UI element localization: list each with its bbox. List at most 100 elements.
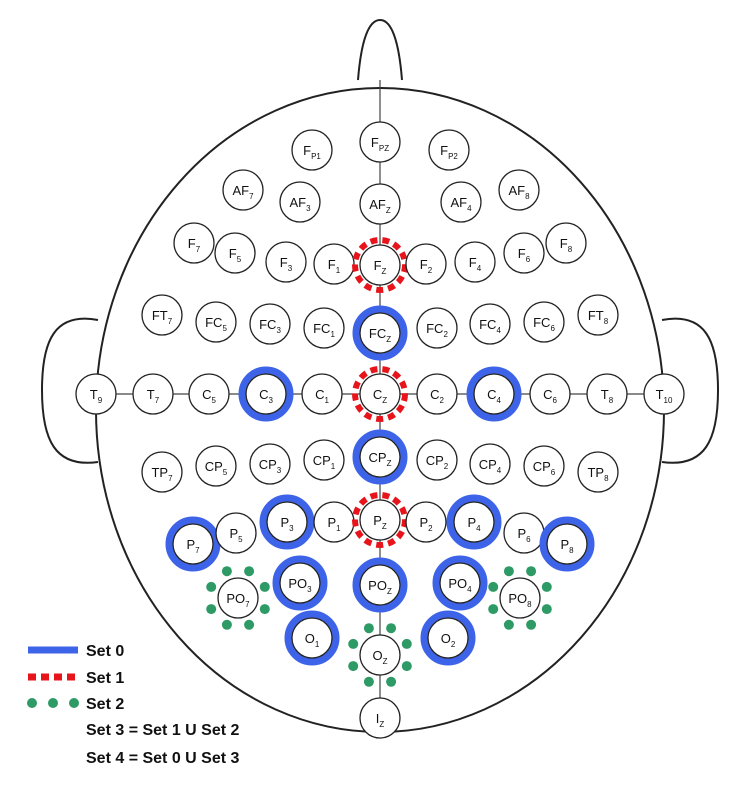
electrode-label-main: F [374,258,382,273]
electrode-circle [439,562,481,604]
electrode-label-sub: Z [382,396,387,405]
electrode-ft7: FT7 [141,294,183,336]
electrode-label-main: AF [508,183,525,198]
set2-dot [488,581,499,592]
electrode-label: PZ [373,513,387,531]
electrode-p2: P2 [405,501,447,543]
electrode-circle [303,307,345,349]
electrode-label-sub: 5 [211,396,216,405]
electrode-label: CP6 [533,459,556,477]
set2-dot [363,676,374,687]
electrode-fc2: FC2 [416,307,458,349]
electrode-circle [529,373,571,415]
electrode-circle [222,169,264,211]
electrode-f8: F8 [545,222,587,264]
electrode-af8: AF8 [498,169,540,211]
electrode-po8: PO8 [488,566,552,630]
electrode-label-main: P [517,526,526,541]
electrode-label-sub: 7 [168,317,173,326]
electrode-label-sub: 8 [609,396,614,405]
electrode-circle [266,501,308,543]
electrode-c6: C6 [529,373,571,415]
electrode-label-sub: 3 [277,466,282,475]
electrode-label: PO4 [448,576,472,594]
electrode-label: CZ [373,387,387,405]
electrode-label-main: I [376,711,380,726]
electrode-label: T7 [147,387,160,405]
electrode-label-main: C [315,387,324,402]
electrode-circle [545,222,587,264]
electrode-fz: FZ [352,237,408,293]
set2-dot [206,604,217,615]
legend-set3-label: Set 3 = Set 1 U Set 2 [86,722,240,739]
electrode-circle [523,301,565,343]
electrode-circle [416,373,458,415]
electrode-label-sub: P2 [448,152,458,161]
electrode-circle [303,439,345,481]
electrode-label-main: CP [205,459,223,474]
electrode-label-main: O [441,631,451,646]
electrode-label-main: F [518,246,526,261]
electrode-circle [498,169,540,211]
electrode-label: AFZ [369,197,391,215]
electrode-circle [279,562,321,604]
electrode-circle [440,181,482,223]
electrode-circle [359,244,401,286]
electrode-label-main: AF [369,197,386,212]
electrode-label-sub: Z [383,657,388,666]
electrode-circle [577,451,619,493]
electrode-circle [313,243,355,285]
electrode-circle [359,183,401,225]
electrode-label-sub: 3 [288,264,293,273]
electrode-label: FZ [374,258,387,276]
electrode-p4: P4 [446,494,502,550]
electrode-label-main: O [372,648,382,663]
set2-dot [259,604,270,615]
electrode-label-main: CP [426,453,444,468]
electrode-label: POZ [368,578,392,596]
electrode-label-main: CP [259,457,277,472]
electrode-label-sub: 6 [526,535,531,544]
electrode-label-sub: 9 [98,396,103,405]
electrode-circle [301,373,343,415]
electrode-label: C4 [487,387,501,405]
set2-dot [503,619,514,630]
electrode-fc4: FC4 [469,303,511,345]
set2-dot [221,619,232,630]
electrode-label-main: C [543,387,552,402]
electrode-c5: C5 [188,373,230,415]
electrode-circle [188,373,230,415]
electrode-circle [359,436,401,478]
electrode-pz: PZ [352,492,408,548]
electrode-circle [249,443,291,485]
electrode-label: T9 [90,387,103,405]
electrode-label: CP3 [259,457,282,475]
electrode-circle [172,523,214,565]
electrode-label-main: PO [226,591,245,606]
electrode-p1: P1 [313,501,355,543]
electrode-label-main: F [371,135,379,150]
electrode-label-sub: 4 [467,204,472,213]
electrode-label-sub: 1 [336,266,341,275]
electrode-label-sub: 5 [223,468,228,477]
electrode-label: F8 [560,236,573,254]
electrode-label: CPZ [369,450,392,468]
electrode-label: P6 [517,526,531,544]
electrode-label-main: T [147,387,155,402]
electrode-label: O2 [441,631,456,649]
set2-dot [503,566,514,577]
electrode-circle [359,634,401,676]
legend-set2-dot [48,698,58,708]
electrode-label: FT7 [152,308,173,326]
legend: Set 0 Set 1 Set 2 Set 3 = Set 1 U Set 2 … [27,643,240,767]
electrode-circle [405,243,447,285]
electrode-circle [405,501,447,543]
electrode-label-main: FC [479,317,496,332]
set2-dot [401,661,412,672]
electrode-label-sub: Z [382,267,387,276]
electrode-label: P7 [186,537,200,555]
electrode-label: CP1 [313,453,336,471]
electrode-cp5: CP5 [195,445,237,487]
electrode-p5: P5 [215,512,257,554]
set1-ring [352,366,408,422]
